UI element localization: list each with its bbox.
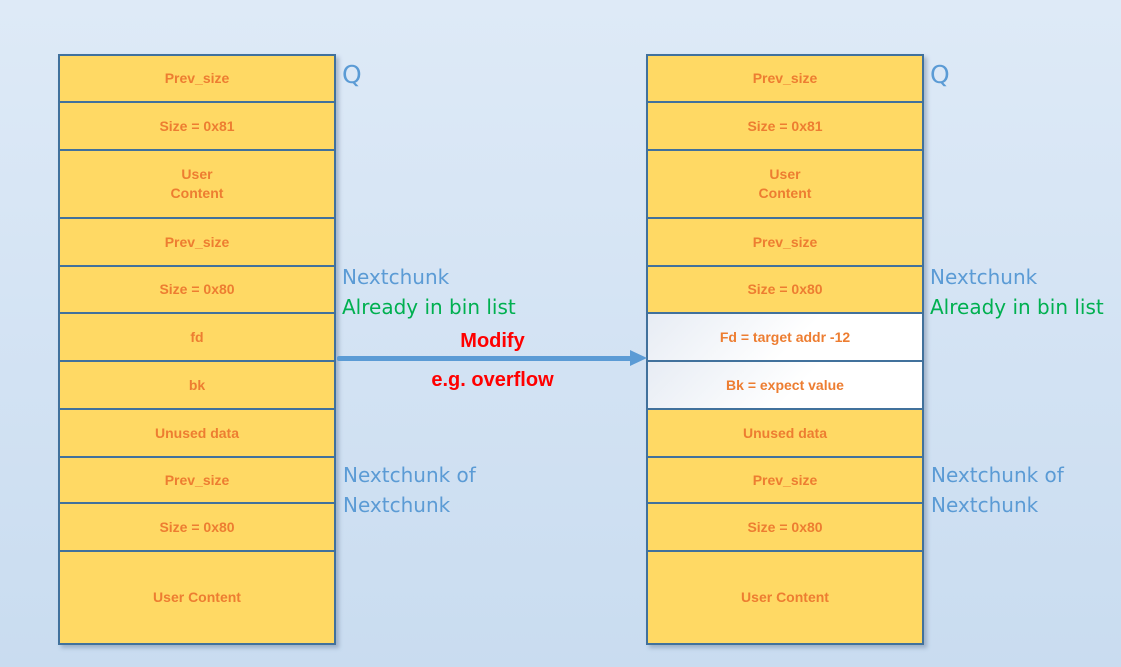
chunk-row-user-content: User Content [60,550,334,643]
chunk-row-fd-overwritten: Fd = target addr -12 [648,312,922,360]
chunk-row-user-content: User Content [60,149,334,217]
chunk-row-bk: bk [60,360,334,408]
chunk-row-fd: fd [60,312,334,360]
chunk-row-size-0x81: Size = 0x81 [60,101,334,149]
nextchunk-label: Nextchunk [342,265,450,289]
chunk-row-prev-size: Prev_size [648,56,922,101]
chunk-row-prev-size: Prev_size [648,217,922,265]
chunk-row-prev-size: Prev_size [60,56,334,101]
chunk-row-size-0x80: Size = 0x80 [60,265,334,312]
chunk-row-size-0x80: Size = 0x80 [60,502,334,550]
chunk-q-label-right: Q [930,60,950,89]
chunk-row-user-content: User Content [648,149,922,217]
nextchunk-of-label: Nextchunk of [343,463,476,487]
nextchunk-label: Nextchunk [931,493,1039,517]
modify-arrow-line [337,356,632,361]
annotation-nextchunk-of-nextchunk-right: Nextchunk of Nextchunk [931,460,1064,520]
chunk-row-prev-size: Prev_size [60,456,334,502]
chunk-row-size-0x81: Size = 0x81 [648,101,922,149]
annotation-nextchunk-right: Nextchunk Already in bin list [930,262,1104,322]
chunk-row-unused-data: Unused data [648,408,922,456]
heap-column-before: Prev_size Size = 0x81 User Content Prev_… [58,54,336,645]
modify-arrow-head [630,350,647,366]
annotation-nextchunk-left: Nextchunk Already in bin list [342,262,516,322]
already-in-bin-label: Already in bin list [930,295,1104,319]
annotation-nextchunk-of-nextchunk-left: Nextchunk of Nextchunk [343,460,476,520]
modify-label: Modify [460,330,525,352]
chunk-row-user-content: User Content [648,550,922,643]
already-in-bin-label: Already in bin list [342,295,516,319]
chunk-row-unused-data: Unused data [60,408,334,456]
overflow-label: e.g. overflow [431,369,554,391]
chunk-row-bk-overwritten: Bk = expect value [648,360,922,408]
nextchunk-label: Nextchunk [343,493,451,517]
chunk-row-size-0x80: Size = 0x80 [648,502,922,550]
heap-column-after: Prev_size Size = 0x81 User Content Prev_… [646,54,924,645]
nextchunk-label: Nextchunk [930,265,1038,289]
chunk-q-label-left: Q [342,60,362,89]
chunk-row-prev-size: Prev_size [648,456,922,502]
nextchunk-of-label: Nextchunk of [931,463,1064,487]
chunk-row-prev-size: Prev_size [60,217,334,265]
chunk-row-size-0x80: Size = 0x80 [648,265,922,312]
